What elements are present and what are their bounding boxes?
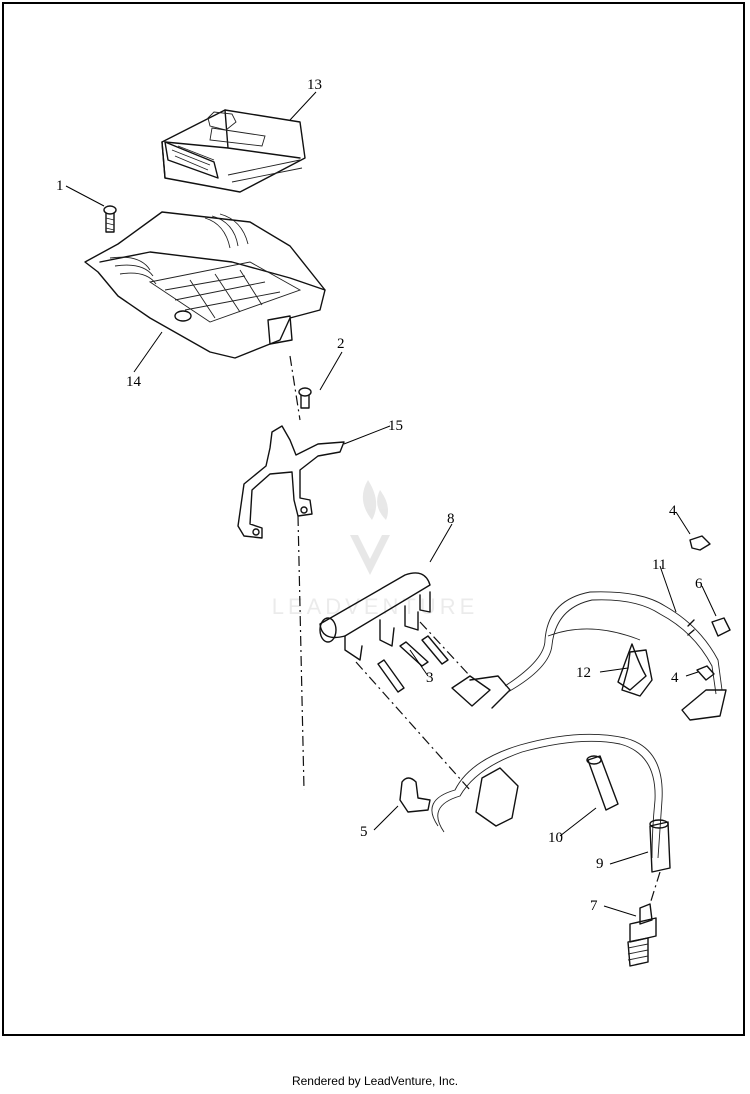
clamp-5 (399, 777, 431, 813)
parts-diagram: LEADVENTURE (56, 77, 731, 967)
callout-2: 2 (337, 336, 345, 352)
clip-6 (711, 617, 731, 637)
leader-lines (65, 91, 717, 917)
plug-wire-11 (451, 591, 727, 721)
callout-4-upper: 4 (669, 503, 677, 519)
callout-6: 6 (695, 576, 703, 592)
callout-8: 8 (447, 511, 455, 527)
clip-4-upper (689, 535, 711, 551)
ecm-tray-14 (84, 211, 326, 359)
callout-11: 11 (652, 557, 666, 573)
callout-1: 1 (56, 178, 64, 194)
callout-labels: 13 1 14 2 15 8 3 4 11 6 12 4 5 10 9 7 (56, 77, 703, 914)
callout-12: 12 (576, 665, 591, 681)
watermark-text: LEADVENTURE (272, 594, 479, 619)
footer-credit: Rendered by LeadVenture, Inc. (291, 1074, 459, 1088)
callout-3: 3 (426, 670, 434, 686)
screw-2 (298, 387, 312, 409)
ignition-coil-8 (319, 572, 431, 661)
leadventure-watermark: LEADVENTURE (272, 480, 479, 619)
callout-15: 15 (388, 418, 403, 434)
diagram-frame (2, 2, 745, 1036)
callout-7: 7 (590, 898, 598, 914)
callout-13: 13 (307, 77, 322, 93)
callout-14: 14 (126, 374, 142, 390)
alignment-lines (289, 355, 661, 905)
plug-boot-9 (649, 819, 671, 873)
callout-4-lower: 4 (671, 670, 679, 686)
clip-4-lower (696, 665, 715, 681)
bracket-15 (237, 425, 345, 539)
callout-9: 9 (596, 856, 604, 872)
callout-5: 5 (360, 824, 368, 840)
callout-10: 10 (548, 830, 563, 846)
plug-wire-10 (431, 733, 663, 859)
ecm-module-13 (161, 109, 306, 193)
spark-plug-7 (627, 903, 657, 967)
bolts-3 (377, 635, 449, 693)
screw-1 (103, 205, 117, 233)
